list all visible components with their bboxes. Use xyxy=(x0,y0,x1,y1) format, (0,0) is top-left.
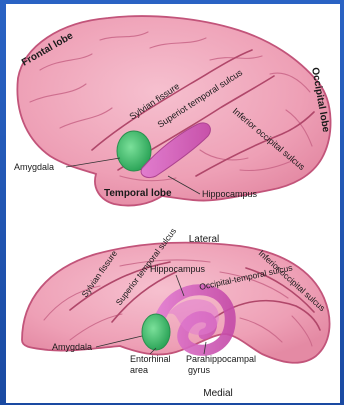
medial-amygdala-structure xyxy=(142,314,170,350)
entorhinal-area-label-line2: area xyxy=(130,365,148,375)
lateral-hippocampus-label: Hippocampus xyxy=(202,189,258,199)
lateral-amygdala-label: Amygdala xyxy=(14,162,54,172)
parahippocampal-gyrus-label-line1: Parahippocampal xyxy=(186,354,256,364)
temporal-lobe-label: Temporal lobe xyxy=(104,188,172,199)
medial-hippocampus-label: Hippocampus xyxy=(150,264,206,274)
medial-view-title: Medial xyxy=(203,388,232,399)
entorhinal-area-label-line1: Entorhinal xyxy=(130,354,171,364)
medial-amygdala-label: Amygdala xyxy=(52,342,92,352)
parahippocampal-gyrus-label-line2: gyrus xyxy=(188,365,211,375)
